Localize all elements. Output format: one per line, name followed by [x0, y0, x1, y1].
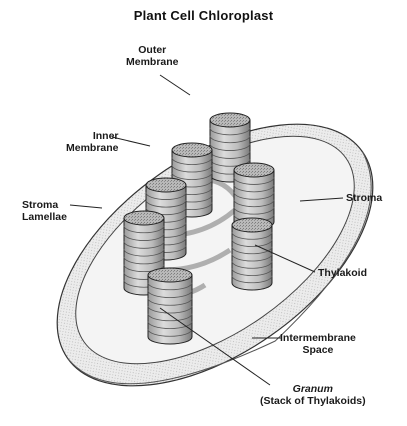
granum-stack	[232, 218, 272, 290]
intermembrane-space-label: Intermembrane Space	[280, 332, 356, 356]
stroma-label: Stroma	[346, 192, 382, 204]
granum-note: (Stack of Thylakoids)	[260, 395, 366, 407]
outer-membrane-label: Outer Membrane	[126, 44, 179, 68]
stroma-lamellae-label: Stroma Lamellae	[22, 199, 67, 223]
granum-stack	[148, 268, 192, 344]
granum-name: Granum	[260, 383, 366, 395]
inner-membrane-label: Inner Membrane	[66, 130, 119, 154]
granum-label: Granum (Stack of Thylakoids)	[260, 383, 366, 407]
thylakoid-label: Thylakoid	[318, 267, 367, 279]
